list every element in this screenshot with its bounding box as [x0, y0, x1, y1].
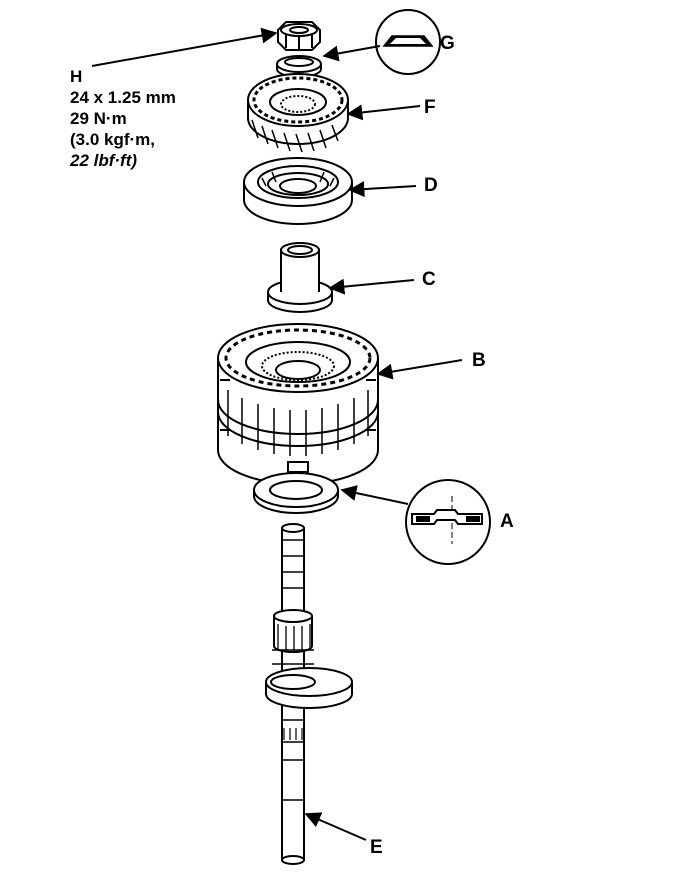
callout-e: E [370, 837, 383, 858]
washer-section-inset [405, 479, 491, 565]
leader-line-b [376, 359, 463, 380]
gear-part [247, 73, 349, 153]
clutch-drum-part [217, 323, 379, 485]
leader-line-c [328, 278, 415, 295]
torque-spec: H 24 x 1.25 mm 29 N·m (3.0 kgf·m, 22 lbf… [70, 66, 176, 171]
callout-a: A [500, 511, 514, 532]
torque-lbfft: 22 lbf·ft) [70, 151, 138, 170]
callout-d: D [424, 175, 438, 196]
callout-g: G [440, 33, 455, 54]
leader-line-h [91, 27, 278, 67]
leader-line-f [346, 104, 421, 121]
mainshaft-part [265, 523, 353, 865]
torque-nm: 29 N·m [70, 109, 127, 128]
leader-line-d [348, 181, 417, 198]
leader-line-e [304, 812, 367, 841]
bearing-part [243, 157, 353, 225]
washer-detail-inset [375, 9, 441, 75]
callout-f: F [424, 97, 436, 118]
collar-part [267, 242, 333, 313]
callout-c: C [422, 269, 436, 290]
leader-line-g [322, 45, 381, 62]
thrust-washer-part [253, 472, 339, 514]
callout-b: B [472, 350, 486, 371]
lock-nut-part [277, 21, 321, 51]
leader-line-a [340, 485, 409, 505]
thread-size: 24 x 1.25 mm [70, 88, 176, 107]
torque-kgfm: (3.0 kgf·m, [70, 130, 156, 149]
callout-h: H [70, 67, 83, 86]
